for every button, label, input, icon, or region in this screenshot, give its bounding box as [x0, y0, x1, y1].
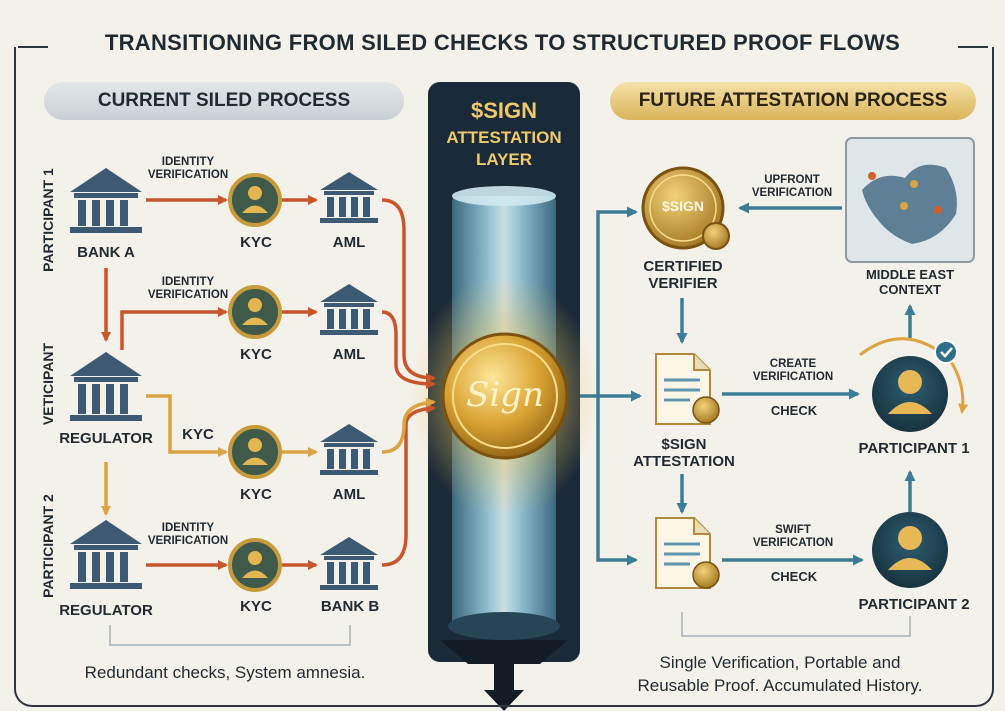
layer-name-line1: ATTESTATION: [446, 128, 562, 147]
layer-token-label: $SIGN: [470, 98, 538, 123]
upfront-verification-label: UPFRONT VERIFICATION: [751, 174, 833, 200]
certified-verifier-coin-icon: [641, 166, 730, 250]
check-1-label: CHECK: [770, 403, 818, 418]
kyc-4-label: KYC: [240, 598, 272, 615]
edge-label-kyc: KYC: [182, 426, 214, 443]
current-process-heading: CURRENT SILED PROCESS: [44, 82, 404, 120]
certified-verifier-label: CERTIFIED VERIFIER: [643, 258, 723, 293]
regulator-2-icon: [70, 520, 142, 589]
sign-attestation-label: $SIGN ATTESTATION: [633, 436, 735, 471]
left-footer-note: Redundant checks, System amnesia.: [84, 663, 366, 682]
bank-b-label: BANK B: [320, 598, 380, 615]
frame: [14, 47, 994, 707]
right-footer-line1: Single Verification, Portable and: [659, 653, 901, 672]
middle-east-map-icon: [845, 137, 975, 263]
participant-2-label: PARTICIPANT 2: [858, 596, 970, 613]
side-label-participant-1: PARTICIPANT 1: [40, 168, 56, 272]
participant-1-icon: [872, 340, 958, 432]
page-title: TRANSITIONING FROM SILED CHECKS TO STRUC…: [104, 30, 901, 55]
aml-3-label: AML: [332, 486, 366, 503]
side-label-participant-2: PARTICIPANT 2: [40, 494, 56, 598]
kyc-3-icon: [228, 425, 282, 479]
regulator-2-label: REGULATOR: [59, 602, 153, 619]
arrow-aml-to-layer: [381, 198, 436, 383]
edge-label-identity-2: IDENTITY VERIFICATION: [147, 276, 229, 302]
check-2-label: CHECK: [770, 569, 818, 584]
participant-1-label: PARTICIPANT 1: [858, 440, 970, 457]
verifier-coin-label: $SIGN: [661, 198, 704, 214]
kyc-2-icon: [228, 285, 282, 339]
down-arrow-icon: [484, 664, 524, 711]
bank-b-icon: [320, 537, 378, 590]
edge-label-identity-1: IDENTITY VERIFICATION: [147, 156, 229, 182]
regulator-1-icon: [70, 352, 142, 421]
aml-2-icon: [320, 284, 378, 335]
aml-2-label: AML: [332, 346, 366, 363]
kyc-3-label: KYC: [240, 486, 272, 503]
kyc-1-icon: [228, 173, 282, 227]
swift-verification-label: SWIFT VERIFICATION: [752, 524, 834, 550]
future-process-heading: FUTURE ATTESTATION PROCESS: [610, 82, 976, 120]
sign-coin-icon: [441, 332, 569, 460]
edge-label-identity-3: IDENTITY VERIFICATION: [147, 522, 229, 548]
kyc-4-icon: [228, 538, 282, 592]
attestation-document-icon: [655, 353, 720, 425]
right-footer-line2: Reusable Proof. Accumulated History.: [637, 676, 923, 695]
create-verification-label: CREATE VERIFICATION: [752, 358, 834, 384]
bank-a-icon: [70, 168, 142, 233]
coin-text: Sign: [466, 375, 544, 415]
regulator-1-label: REGULATOR: [59, 430, 153, 447]
aml-3-icon: [320, 424, 378, 475]
swift-document-icon: [655, 517, 720, 589]
aml-1-icon: [320, 172, 378, 223]
kyc-2-label: KYC: [240, 346, 272, 363]
title-rule-left: [18, 46, 48, 48]
title-rule-right: [958, 46, 988, 48]
kyc-1-label: KYC: [240, 234, 272, 251]
layer-name-line2: LAYER: [475, 150, 533, 169]
aml-1-label: AML: [332, 234, 366, 251]
participant-2-icon: [872, 512, 948, 588]
middle-east-context-label: MIDDLE EAST CONTEXT: [865, 267, 955, 297]
bank-a-label: BANK A: [77, 244, 135, 261]
